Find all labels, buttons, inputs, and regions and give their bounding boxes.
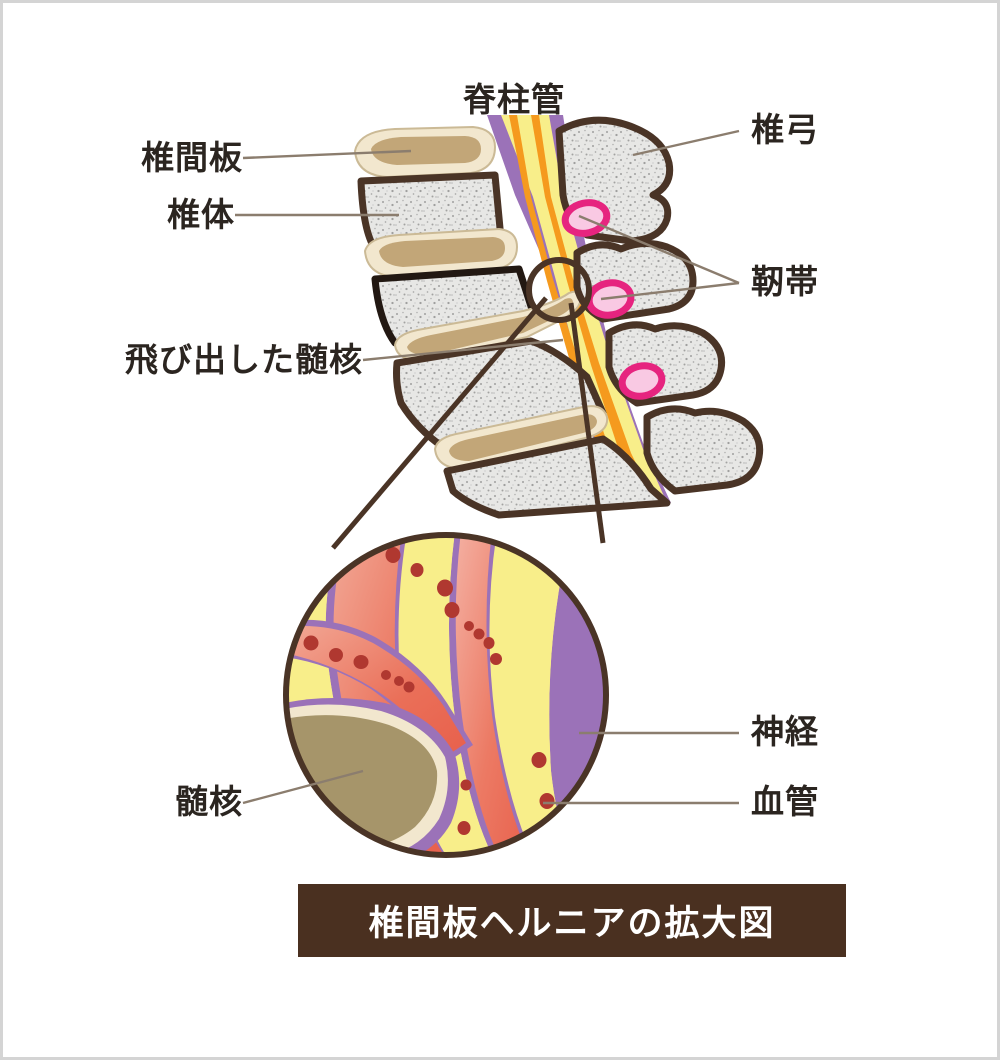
leader-line-ligament-lower — [600, 281, 740, 301]
inset-vessel-dots — [303, 547, 555, 835]
label-spinal-canal: 脊柱管 — [463, 80, 565, 119]
ligament-marker-3 — [618, 362, 666, 400]
inset-vessel-fill-right — [455, 535, 531, 855]
disc-4-nucleus — [449, 414, 597, 461]
disc-2-nucleus — [379, 237, 505, 267]
label-nucleus-pulposus: 髄核 — [175, 782, 243, 821]
caption-banner: 椎間板ヘルニアの拡大図 — [298, 884, 846, 957]
inset-border-circle — [283, 532, 609, 858]
figure-stage: 椎間板 椎体 飛び出した髄核 脊柱管 椎弓 靭帯 神経 血管 髄核 椎間板ヘルニ… — [3, 3, 997, 1057]
label-intervertebral-disc: 椎間板 — [141, 138, 243, 177]
leader-lines-group — [235, 129, 740, 805]
caption-text: 椎間板ヘルニアの拡大図 — [368, 904, 776, 944]
vertebral-body-4 — [443, 435, 671, 519]
leader-line-vertebral-arch — [632, 129, 740, 157]
label-nerve: 神経 — [751, 712, 819, 751]
zoom-cone-line-left — [331, 296, 548, 550]
zoom-cone-line-right — [568, 302, 606, 544]
label-ligament: 靭帯 — [751, 262, 819, 301]
nerve-orange-stripe-2 — [531, 115, 655, 503]
label-vertebral-body: 椎体 — [167, 195, 235, 234]
vertebral-arch-4 — [643, 405, 764, 495]
leader-line-intervertebral-disc — [242, 149, 412, 160]
label-herniated-nucleus: 飛び出した髄核 — [125, 340, 363, 379]
anatomy-illustration — [235, 115, 764, 858]
leader-line-herniated-nucleus — [362, 338, 564, 362]
vertebral-bodies-group — [353, 125, 671, 519]
leader-line-ligament-upper — [578, 214, 740, 285]
leader-line-nucleus-pulposus — [242, 769, 364, 805]
label-blood-vessel: 血管 — [751, 782, 819, 821]
magnified-inset — [283, 532, 609, 858]
herniated-nucleus-extrusion — [407, 298, 573, 355]
inset-yellow-right — [501, 535, 581, 855]
label-vertebral-arch: 椎弓 — [751, 110, 819, 149]
zoom-cone-group — [331, 257, 606, 550]
nerve-orange-stripe-1 — [509, 115, 635, 503]
disc-1-nucleus — [371, 136, 481, 165]
herniation-focus-circle — [526, 257, 592, 323]
